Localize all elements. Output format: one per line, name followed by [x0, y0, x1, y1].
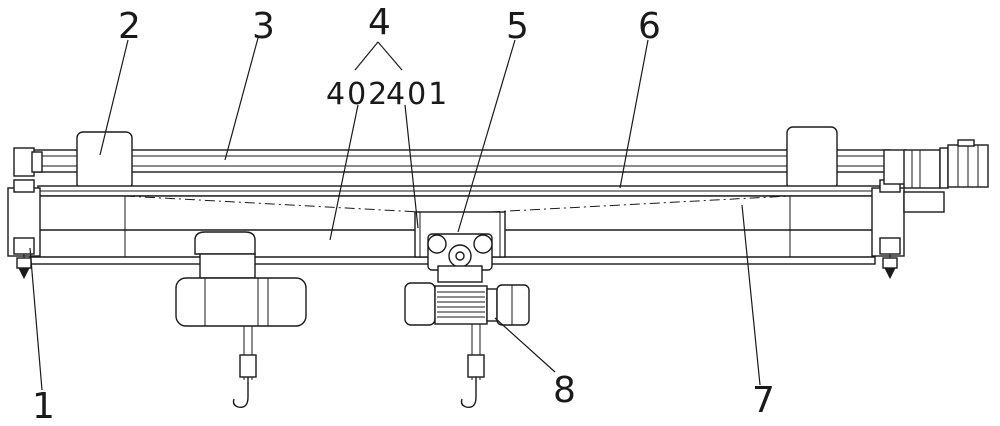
label-5: 5	[506, 6, 529, 47]
label-401: 401	[386, 77, 449, 112]
center-hoist	[404, 282, 530, 408]
label-6: 6	[638, 6, 661, 47]
right-end-carriage	[871, 179, 945, 280]
leader-lines	[29, 37, 761, 391]
left-bearing-block	[76, 131, 133, 191]
left-shaft-end	[13, 147, 43, 177]
label-2: 2	[118, 6, 141, 47]
center-trolley	[427, 233, 493, 283]
left-hoist	[175, 231, 307, 408]
rail	[37, 185, 881, 197]
label-7: 7	[752, 380, 775, 421]
label-4: 4	[368, 2, 391, 43]
drive-shaft	[29, 149, 891, 173]
label-8: 8	[553, 370, 576, 411]
left-end-carriage	[7, 179, 41, 280]
label-402: 402	[326, 77, 389, 112]
label-3: 3	[252, 6, 275, 47]
drive-motor	[883, 139, 989, 189]
right-bearing-block	[786, 126, 838, 191]
label-1: 1	[32, 386, 55, 426]
